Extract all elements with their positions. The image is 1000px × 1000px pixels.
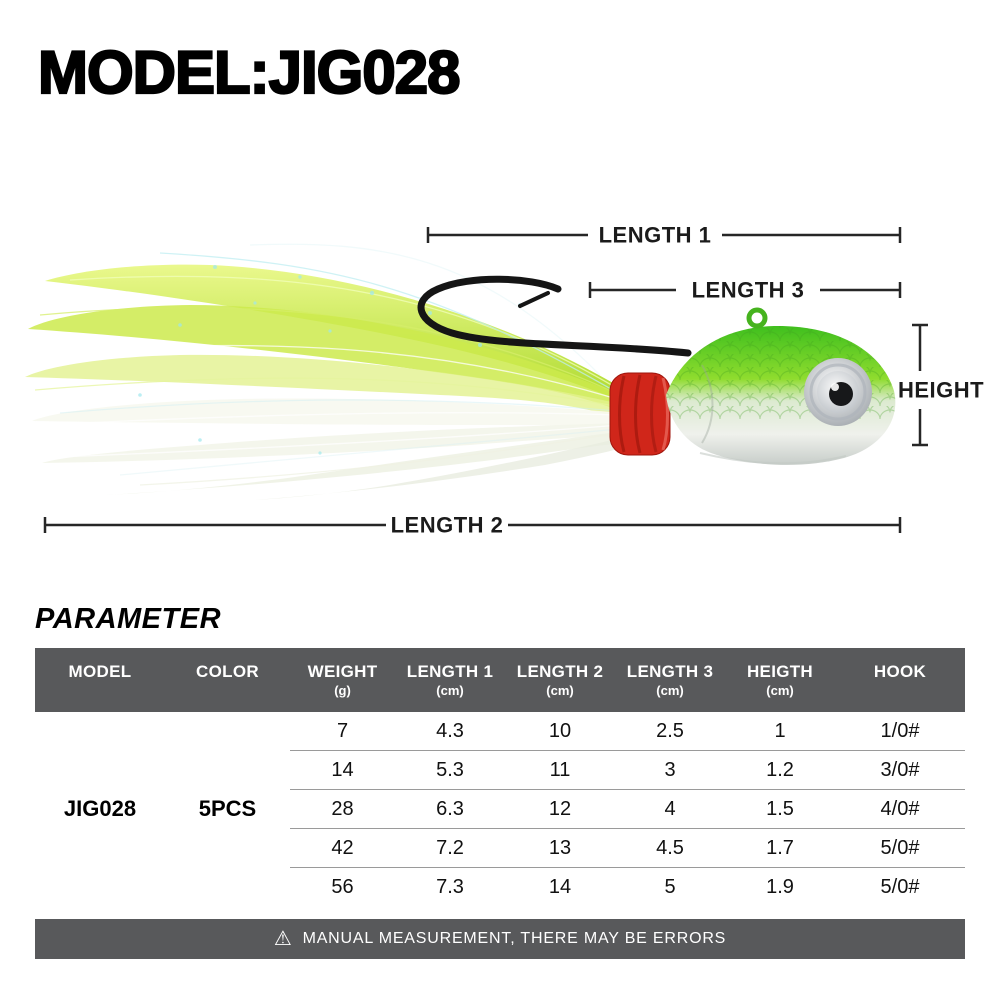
table-row: JIG028 5PCS 7 4.3 10 2.5 1 1/0# [35, 712, 965, 822]
cell-hook: 3/0# [835, 750, 965, 790]
length3-label: LENGTH 3 [692, 278, 805, 303]
cell-weight: 28 [290, 789, 395, 829]
dimension-annotations: LENGTH 1 LENGTH 3 HEIGHT LENGTH 2 [43, 223, 984, 538]
warning-icon: ⚠ [273, 928, 293, 950]
jig-diagram: LENGTH 1 LENGTH 3 HEIGHT LENGTH 2 [25, 223, 984, 538]
col-header-weight: WEIGHT (g) [290, 648, 395, 712]
cell-weight: 7 [336, 719, 349, 742]
cell-length2: 14 [505, 867, 615, 906]
cell-length1: 7.2 [395, 828, 505, 868]
cell-length3: 2.5 [656, 719, 684, 742]
height-label: HEIGHT [898, 378, 984, 403]
cell-heigth: 1 [774, 719, 786, 742]
col-header-heigth: HEIGTH (cm) [725, 648, 835, 712]
jig-hook [417, 275, 692, 357]
parameter-table: MODEL COLOR WEIGHT (g) LENGTH 1 (cm) LENGT… [35, 648, 965, 906]
header-label: LENGTH 3 [626, 662, 714, 681]
header-label: LENGTH 2 [516, 662, 604, 681]
cell-hook: 5/0# [835, 828, 965, 868]
cell-hook: 1/0# [880, 719, 920, 742]
header-unit [165, 683, 290, 698]
header-label: MODEL [68, 662, 132, 681]
cell-hook: 4/0# [835, 789, 965, 829]
parameter-heading: PARAMETER [35, 603, 222, 635]
header-unit: (cm) [766, 683, 794, 698]
model-cell: JIG028 [63, 796, 137, 821]
cell-length1: 6.3 [395, 789, 505, 829]
table-header-row: MODEL COLOR WEIGHT (g) LENGTH 1 (cm) LENGT… [35, 648, 965, 712]
jig-head [666, 307, 896, 465]
jig-tail [25, 243, 625, 500]
cell-weight: 56 [290, 867, 395, 906]
header-unit [35, 683, 165, 698]
header-unit: (g) [334, 683, 351, 698]
footer-warning-bar: ⚠ MANUAL MEASUREMENT, THERE MAY BE ERROR… [35, 919, 965, 959]
col-header-color: COLOR [165, 648, 290, 712]
cell-length3: 4.5 [615, 828, 725, 868]
header-unit: (cm) [436, 683, 464, 698]
header-label: LENGTH 1 [406, 662, 494, 681]
cell-length1: 7.3 [395, 867, 505, 906]
cell-weight: 42 [290, 828, 395, 868]
col-header-model: MODEL [35, 648, 165, 712]
header-label: COLOR [196, 662, 259, 681]
header-label: HEIGTH [746, 662, 814, 681]
cell-length1: 4.3 [436, 719, 464, 742]
cell-length2: 11 [505, 750, 615, 790]
cell-length2: 10 [548, 719, 572, 742]
color-cell: 5PCS [198, 796, 257, 821]
cell-length2: 12 [505, 789, 615, 829]
line-tie-loop [746, 307, 768, 329]
header-unit: (cm) [656, 683, 684, 698]
header-label: HOOK [873, 662, 927, 681]
cell-heigth: 1.9 [725, 867, 835, 906]
length1-label: LENGTH 1 [599, 223, 712, 248]
jig-eye [804, 358, 872, 426]
footer-text: MANUAL MEASUREMENT, THERE MAY BE ERRORS [302, 930, 727, 947]
header-unit [835, 683, 965, 698]
cell-weight: 14 [290, 750, 395, 790]
cell-length3: 5 [615, 867, 725, 906]
length2-label: LENGTH 2 [391, 513, 504, 538]
header-label: WEIGHT [307, 662, 378, 681]
cell-length2: 13 [505, 828, 615, 868]
cell-hook: 5/0# [835, 867, 965, 906]
thread-wrap [609, 372, 671, 456]
cell-heigth: 1.7 [725, 828, 835, 868]
table-row: 14 5.3 11 3 1.2 3/0# [35, 750, 965, 790]
col-header-length3: LENGTH 3 (cm) [615, 648, 725, 712]
cell-length3: 4 [615, 789, 725, 829]
cell-heigth: 1.5 [725, 789, 835, 829]
cell-length1: 5.3 [395, 750, 505, 790]
model-title: MODEL:JIG028 [37, 38, 462, 107]
table-row: 28 6.3 12 4 1.5 4/0# [35, 789, 965, 829]
header-unit: (cm) [546, 683, 574, 698]
col-header-length1: LENGTH 1 (cm) [395, 648, 505, 712]
table-row: 56 7.3 14 5 1.9 5/0# [35, 867, 965, 906]
cell-heigth: 1.2 [725, 750, 835, 790]
table-row: 42 7.2 13 4.5 1.7 5/0# [35, 828, 965, 868]
col-header-hook: HOOK [835, 648, 965, 712]
cell-length3: 3 [615, 750, 725, 790]
col-header-length2: LENGTH 2 (cm) [505, 648, 615, 712]
